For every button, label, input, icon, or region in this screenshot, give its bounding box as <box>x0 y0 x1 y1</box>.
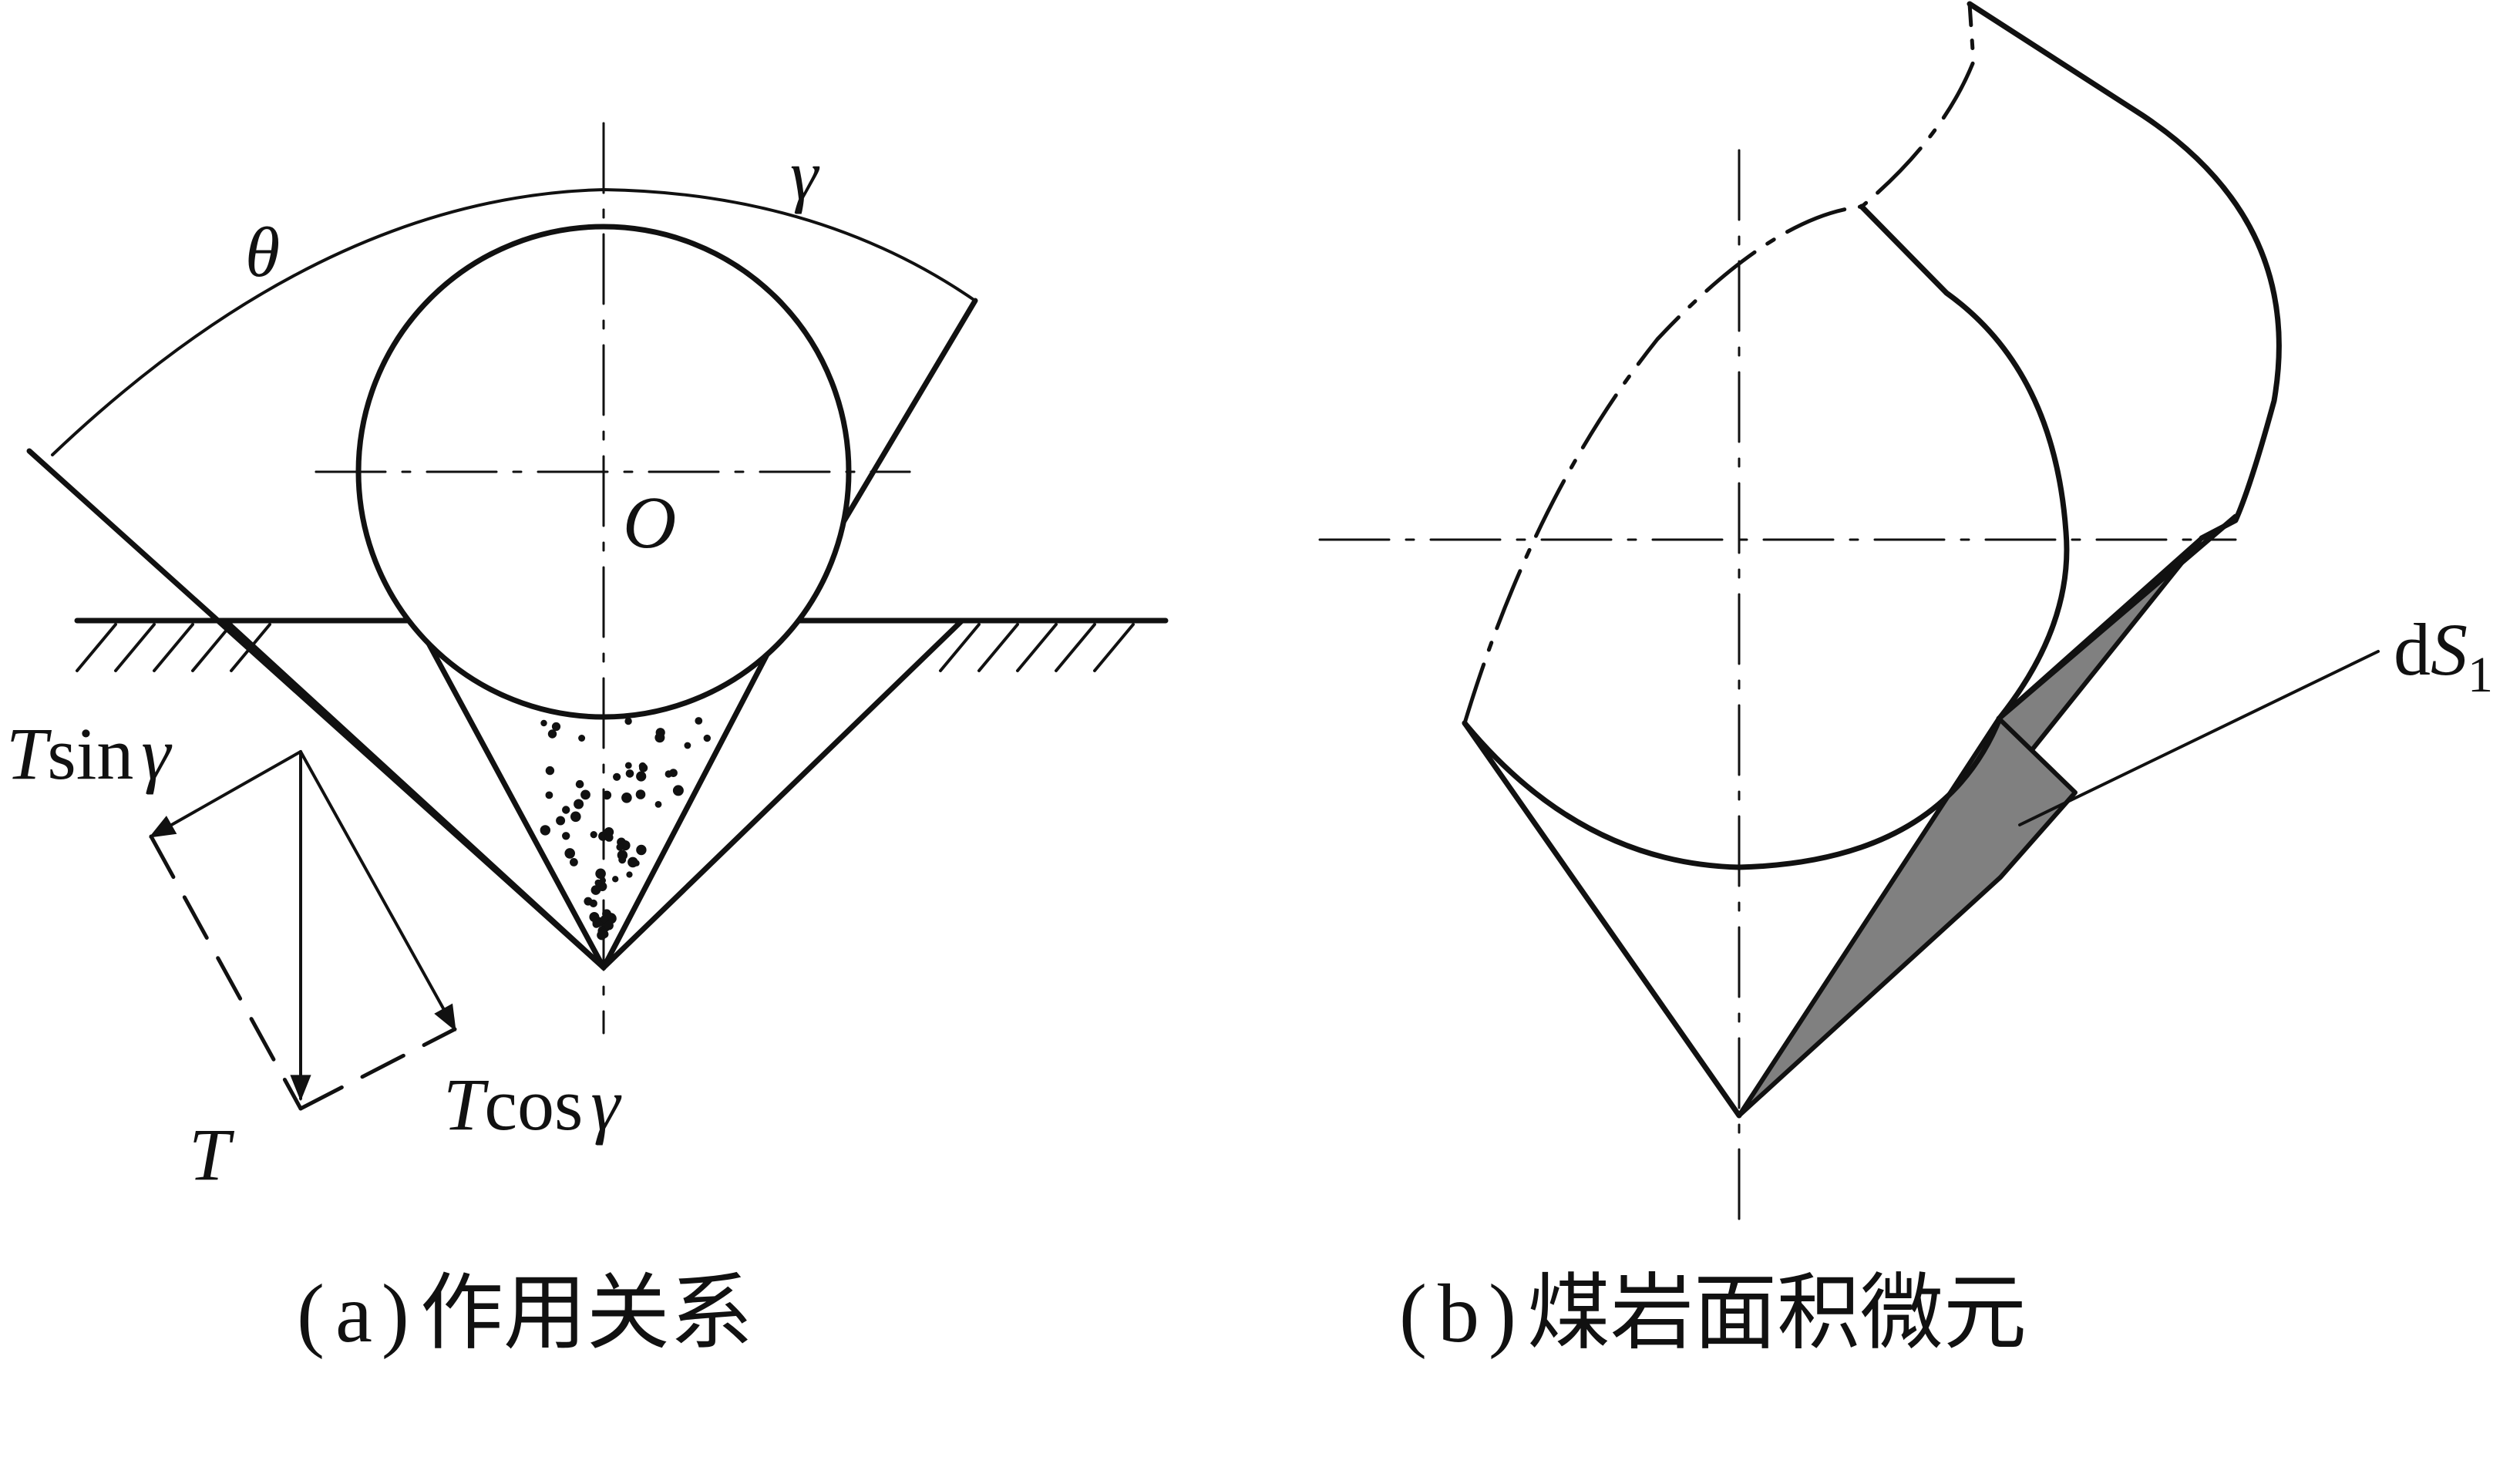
crushed-dot <box>627 856 638 868</box>
crushed-dot <box>574 799 584 809</box>
crushed-zone-dots <box>540 717 711 941</box>
pick-arc-b <box>1462 204 2070 870</box>
crushed-dot <box>590 831 597 839</box>
crushed-dot <box>540 719 547 727</box>
crush-edge-left <box>413 618 607 971</box>
crushed-dot <box>562 832 570 840</box>
crushed-dot <box>612 876 619 883</box>
crushed-dot <box>654 801 662 808</box>
label-ds1: dS1 <box>2394 608 2493 703</box>
crushed-dot <box>570 858 578 867</box>
crushed-dot <box>672 785 684 796</box>
caption-b: (b)煤岩面积微元 <box>1399 1265 2027 1361</box>
crushed-dot <box>570 811 581 823</box>
crushed-dot <box>578 735 586 742</box>
dashed-side-bottom <box>298 1027 457 1111</box>
crushed-dot <box>616 843 624 851</box>
crushed-dot <box>584 897 593 906</box>
force-tcos-arrow <box>299 750 456 1031</box>
outer-edge-left <box>222 618 607 971</box>
force-tsin-arrow <box>149 750 302 838</box>
label-theta: θ <box>245 213 280 291</box>
crushed-dot <box>592 917 604 927</box>
angle-arc <box>51 188 974 456</box>
cone-edge-b-left <box>1462 720 1742 1119</box>
crushed-dot <box>636 844 647 856</box>
outer-profile-right <box>1967 1 2282 541</box>
crushed-dot <box>625 769 634 778</box>
crushed-dot <box>602 790 612 800</box>
outer-edge-right <box>601 618 965 971</box>
crushed-dot <box>594 879 602 887</box>
crushed-dot <box>600 915 609 924</box>
area-element-lower <box>1737 716 2078 1118</box>
ground-hatch-right <box>939 623 1135 672</box>
crushed-dot <box>564 848 575 859</box>
crushed-dot <box>604 920 614 931</box>
outer-profile-dashdot <box>1462 2 1976 725</box>
crushed-dot <box>545 766 555 776</box>
crushed-dot <box>695 717 703 725</box>
crushed-dot <box>635 789 646 799</box>
crushed-dot <box>595 868 606 880</box>
crushed-dot <box>613 772 621 781</box>
ground-hatch-left <box>76 623 271 672</box>
crushed-dot <box>597 930 607 941</box>
crushed-dot <box>684 742 691 749</box>
crushed-dot <box>636 771 647 782</box>
crushed-dot <box>575 779 584 789</box>
panel-b: dS1 (b)煤岩面积微元 <box>1318 1 2493 1361</box>
crushed-dot <box>580 789 590 800</box>
label-center-o: O <box>623 481 676 564</box>
crushed-dot <box>551 722 561 732</box>
crush-edge-right <box>601 618 788 971</box>
dashed-side-left <box>149 834 303 1111</box>
crushed-dot <box>654 732 665 743</box>
caption-a: (a)作用关系 <box>297 1265 753 1361</box>
crushed-dot <box>590 885 601 895</box>
cone-edge-b-right <box>1996 513 2239 722</box>
crushed-dot <box>664 770 672 778</box>
crushed-dot <box>624 762 632 769</box>
crushed-dot <box>540 825 550 836</box>
crushed-dot <box>556 816 566 826</box>
crushed-dot <box>562 806 570 814</box>
crushed-dot <box>604 833 614 842</box>
crushed-dot <box>547 729 557 739</box>
label-gamma: γ <box>790 136 820 214</box>
crushed-dot <box>626 871 633 878</box>
crushed-dot <box>638 762 647 770</box>
crushed-dot <box>621 793 632 803</box>
crushed-dot <box>545 791 553 799</box>
crushed-dot <box>703 734 711 742</box>
crushed-dot <box>617 850 628 861</box>
leader-line <box>2018 650 2380 826</box>
label-t: T <box>189 1113 235 1196</box>
crushed-dot <box>624 717 632 725</box>
